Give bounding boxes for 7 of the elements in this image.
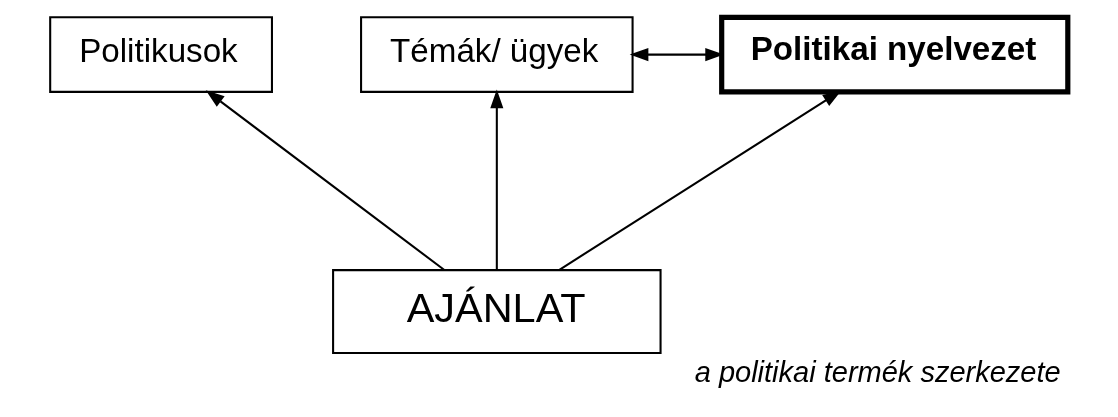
node-box: Témák/ ügyek	[360, 15, 634, 93]
node-box: Politikusok	[49, 15, 273, 93]
caption: a politikai termék szerkezete	[694, 355, 1061, 388]
node-box: AJÁNLAT	[332, 268, 662, 354]
node-box: Politikai nyelvezet	[719, 14, 1071, 94]
arrow	[205, 89, 445, 271]
arrow	[490, 89, 504, 270]
